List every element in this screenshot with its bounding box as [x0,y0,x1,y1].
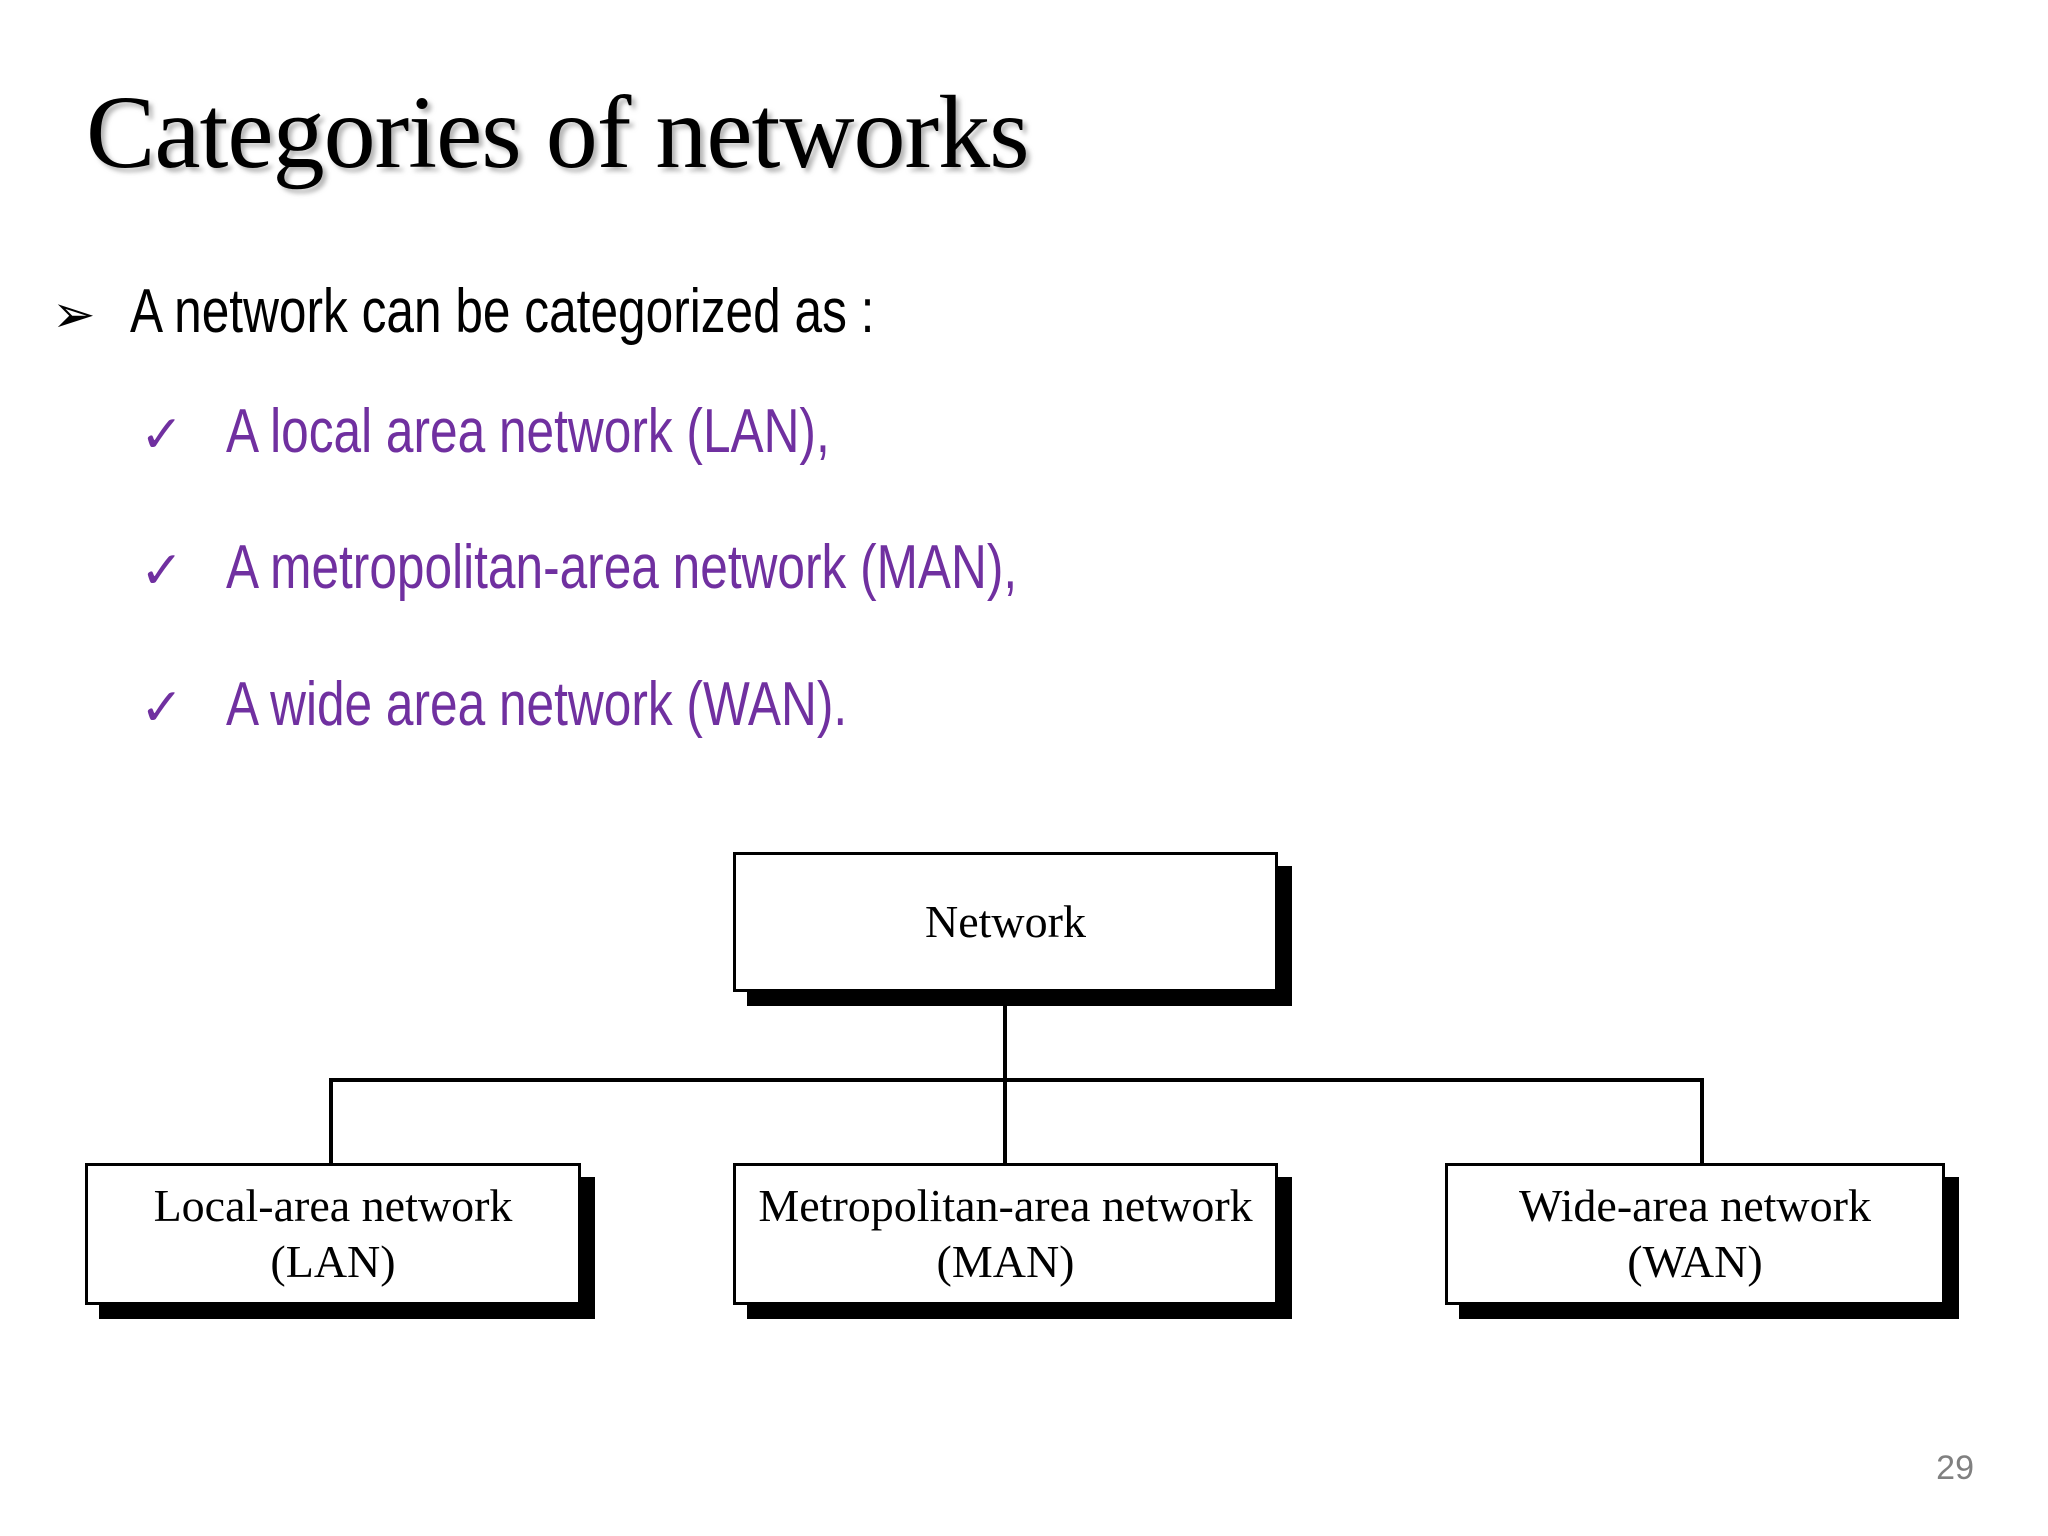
connector-drop-wan [1700,1078,1704,1165]
diagram-node-wan-label: Wide-area network (WAN) [1519,1179,1871,1287]
check-bullet-icon: ✓ [140,541,184,602]
page-number: 29 [1936,1449,1974,1487]
bullet-text-wan: A wide area network (WAN). [226,669,848,739]
connector-drop-lan [329,1078,333,1165]
bullet-list: ➢ A network can be categorized as : ✓ A … [0,277,2048,807]
check-bullet-icon: ✓ [140,405,184,466]
bullet-item-lan: ✓ A local area network (LAN), [0,397,2048,467]
connector-horizontal-bus [329,1078,1704,1082]
bullet-text-man: A metropolitan-area network (MAN), [226,533,1018,603]
check-bullet-icon: ✓ [140,677,184,738]
diagram-node-network: Network [733,852,1278,992]
connector-drop-man [1003,1078,1007,1165]
bullet-text-lan: A local area network (LAN), [226,397,830,467]
connector-root-stem [1003,992,1007,1080]
bullet-item-man: ✓ A metropolitan-area network (MAN), [0,534,2048,602]
diagram-node-network-label: Network [925,895,1086,947]
diagram-node-lan: Local-area network (LAN) [85,1163,581,1305]
bullet-text-categorized: A network can be categorized as : [130,277,875,346]
arrow-bullet-icon: ➢ [52,285,96,345]
diagram-node-man: Metropolitan-area network (MAN) [733,1163,1278,1305]
bullet-item-categorized: ➢ A network can be categorized as : [0,277,2048,346]
page-title: Categories of networks [86,75,1030,190]
bullet-item-wan: ✓ A wide area network (WAN). [0,669,2048,739]
diagram-node-wan: Wide-area network (WAN) [1445,1163,1945,1305]
diagram-node-lan-label: Local-area network (LAN) [153,1179,513,1287]
diagram-node-man-label: Metropolitan-area network (MAN) [758,1179,1253,1287]
